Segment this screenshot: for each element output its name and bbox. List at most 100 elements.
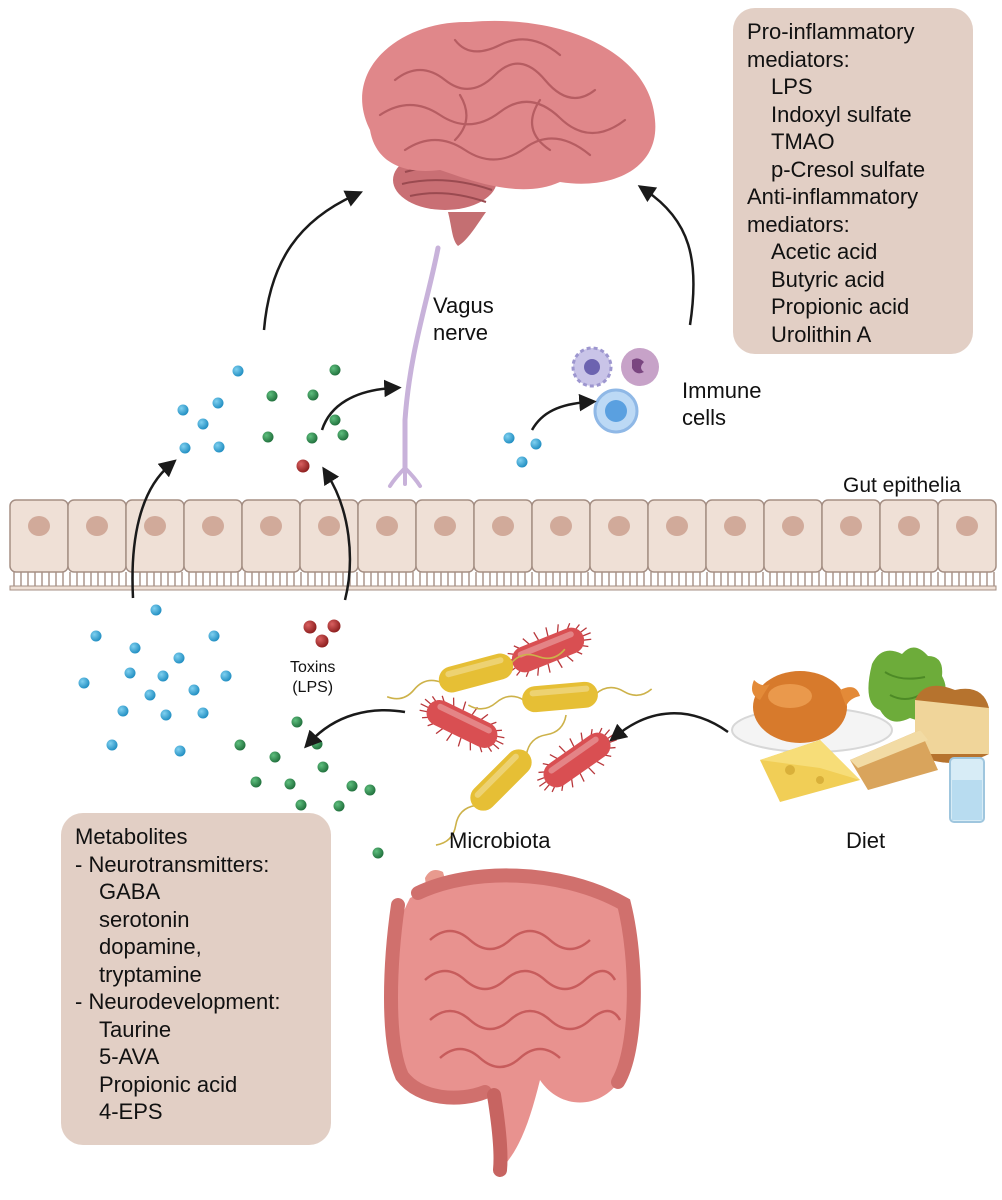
metabolites-box-item: Propionic acid bbox=[99, 1071, 238, 1097]
mediators-box-item: Anti-inflammatory bbox=[747, 184, 919, 209]
green-metabolite-particle bbox=[346, 780, 358, 792]
immune-cells-illustration bbox=[571, 346, 659, 434]
blue-metabolite-particle bbox=[220, 670, 232, 682]
green-metabolite-particle bbox=[234, 739, 246, 751]
metabolites-box-item: Metabolites bbox=[75, 824, 188, 849]
mediators-box-item: Acetic acid bbox=[771, 239, 878, 264]
blue-metabolite-particle bbox=[197, 707, 209, 719]
toxin-particle bbox=[296, 459, 310, 473]
cell-nucleus bbox=[550, 516, 572, 536]
metabolites-box-item: 5-AVA bbox=[99, 1044, 160, 1069]
green-metabolite-particle bbox=[329, 414, 341, 426]
blue-metabolite-particle bbox=[124, 667, 136, 679]
blue-metabolite-particle bbox=[157, 670, 169, 682]
cell-nucleus bbox=[318, 516, 340, 536]
green-metabolite-particle bbox=[284, 778, 296, 790]
arrow-toxins-through-epithelium bbox=[322, 466, 352, 601]
mediators-box-item: mediators: bbox=[747, 211, 850, 237]
mediators-box-item: mediators: bbox=[747, 46, 850, 72]
toxin-particle bbox=[303, 620, 317, 634]
blue-metabolite-particle bbox=[213, 441, 225, 453]
rod-bacterium-yellow bbox=[435, 714, 567, 846]
cell-nucleus bbox=[86, 516, 108, 536]
cell-nucleus bbox=[434, 516, 456, 536]
cell-nucleus bbox=[28, 516, 50, 536]
blue-metabolite-particle bbox=[90, 630, 102, 642]
rod-bacterium-red bbox=[504, 623, 592, 677]
arrow-particles-to-immune bbox=[530, 393, 597, 431]
mediators-box-item: Propionic acid bbox=[771, 294, 910, 319]
green-metabolite-particle bbox=[364, 784, 376, 796]
gut-epithelium bbox=[9, 499, 997, 591]
cell-nucleus bbox=[260, 516, 282, 536]
blue-metabolite-particle bbox=[173, 652, 185, 664]
mediators-box-item: Urolithin A bbox=[771, 321, 872, 347]
blue-metabolite-particle bbox=[78, 677, 90, 689]
blue-metabolite-particle bbox=[208, 630, 220, 642]
metabolites-box-item: - Neurodevelopment: bbox=[75, 989, 281, 1014]
arrow-immune-to-brain bbox=[637, 185, 695, 326]
blue-metabolite-particle bbox=[177, 404, 189, 416]
arrow-diet-to-microbiota bbox=[609, 712, 729, 742]
blue-metabolite-particle bbox=[516, 456, 528, 468]
blue-metabolite-particle bbox=[150, 604, 162, 616]
blue-metabolite-particle bbox=[117, 705, 129, 717]
green-metabolite-particle bbox=[295, 799, 307, 811]
blue-metabolite-particle bbox=[144, 689, 156, 701]
green-metabolite-particle bbox=[262, 431, 274, 443]
green-metabolite-particle bbox=[269, 751, 281, 763]
blue-metabolite-particle bbox=[179, 442, 191, 454]
metabolites-box-item: Taurine bbox=[99, 1016, 172, 1042]
arrow-gut-to-brain bbox=[262, 190, 363, 331]
arrow-microbiota-to-metabolites bbox=[304, 708, 406, 749]
arrow-metabolites-through-epithelium bbox=[131, 459, 177, 599]
green-metabolite-particle bbox=[337, 429, 349, 441]
mediators-box-item: p-Cresol sulfate bbox=[771, 156, 926, 182]
arrow-metabolites-to-vagus bbox=[320, 379, 402, 431]
cell-nucleus bbox=[492, 516, 514, 536]
microbiota-label: Microbiota bbox=[449, 828, 551, 853]
blue-metabolite-particle bbox=[129, 642, 141, 654]
cell-nucleus bbox=[898, 516, 920, 536]
blue-metabolite-particle bbox=[160, 709, 172, 721]
green-metabolite-particle bbox=[291, 716, 303, 728]
rod-bacterium-yellow bbox=[467, 681, 653, 713]
cell-nucleus bbox=[144, 516, 166, 536]
mediators-box-item: Butyric acid bbox=[771, 266, 885, 292]
microbiota-illustration bbox=[386, 623, 653, 846]
blue-metabolite-particle bbox=[530, 438, 542, 450]
intestine-illustration bbox=[384, 868, 641, 1177]
metabolites-box-item: 4-EPS bbox=[99, 1099, 163, 1124]
mediators-box-item: LPS bbox=[771, 74, 813, 99]
diet-label: Diet bbox=[846, 828, 886, 853]
cell-nucleus bbox=[840, 516, 862, 536]
rod-bacterium-yellow bbox=[386, 648, 566, 700]
blue-metabolite-particle bbox=[212, 397, 224, 409]
green-metabolite-particle bbox=[333, 800, 345, 812]
metabolites-box-item: dopamine, bbox=[99, 934, 202, 959]
rod-bacterium-red bbox=[537, 727, 617, 793]
metabolites-box-item: - Neurotransmitters: bbox=[75, 851, 270, 877]
green-metabolite-particle bbox=[266, 390, 278, 402]
green-metabolite-particle bbox=[306, 432, 318, 444]
cell-nucleus bbox=[724, 516, 746, 536]
cell-nucleus bbox=[376, 516, 398, 536]
microvilli bbox=[13, 572, 995, 588]
green-metabolite-particle bbox=[317, 761, 329, 773]
toxin-particle bbox=[315, 634, 329, 648]
blue-metabolite-particle bbox=[197, 418, 209, 430]
green-metabolite-particle bbox=[372, 847, 384, 859]
rod-bacterium-red bbox=[419, 695, 505, 753]
blue-metabolite-particle bbox=[106, 739, 118, 751]
gut-epithelia-label: Gut epithelia bbox=[843, 474, 961, 497]
cell-nucleus bbox=[956, 516, 978, 536]
blue-metabolite-particle bbox=[188, 684, 200, 696]
brain-illustration bbox=[362, 20, 656, 246]
cell-nucleus bbox=[782, 516, 804, 536]
mediators-box-item: Pro-inflammatory bbox=[747, 19, 915, 44]
